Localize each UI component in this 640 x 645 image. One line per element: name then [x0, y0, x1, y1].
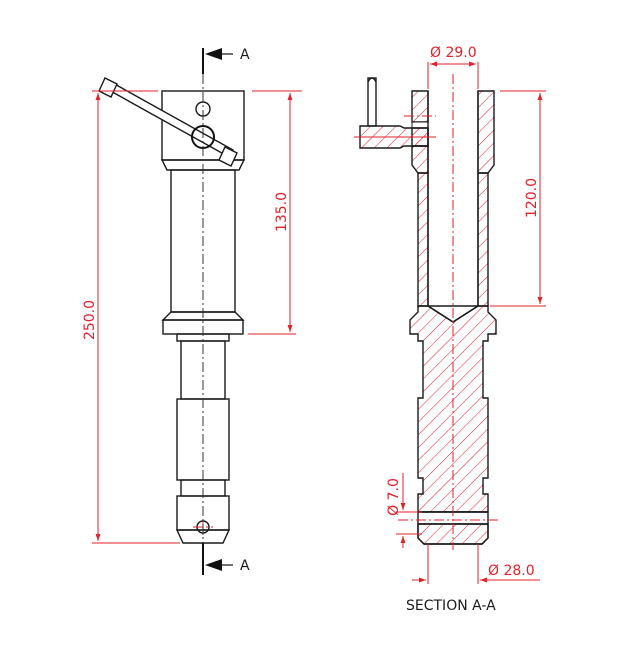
dimension-tip-diameter: Ø 28.0: [412, 544, 540, 584]
locking-pin: [354, 77, 436, 149]
section-marker-bottom: A: [202, 543, 250, 575]
dimension-bore-depth: 120.0: [490, 90, 546, 307]
dim-text-250: 250.0: [82, 300, 98, 340]
dim-text-120: 120.0: [524, 178, 540, 218]
t-handle: [98, 77, 238, 167]
dimension-overall-length: 250.0: [82, 90, 302, 544]
dim-text-d7: Ø 7.0: [386, 478, 402, 516]
arrow-icon: [205, 559, 222, 571]
dimension-bore-diameter: Ø 29.0: [427, 45, 479, 89]
dim-text-d29: Ø 29.0: [430, 45, 477, 61]
front-view: A: [82, 47, 302, 575]
section-marker-top: A: [202, 47, 250, 74]
section-title: SECTION A-A: [406, 598, 496, 614]
section-label-top: A: [240, 47, 250, 63]
dimension-upper-length: 135.0: [248, 93, 296, 335]
section-view: Ø 29.0 120.0 Ø 7.0 Ø 28.0 SECTION A-A: [354, 45, 546, 614]
section-label-bottom: A: [240, 558, 250, 574]
dimension-cross-hole: Ø 7.0: [386, 473, 422, 548]
dim-text-d28: Ø 28.0: [488, 563, 535, 579]
dim-text-135: 135.0: [274, 192, 290, 232]
arrow-icon: [205, 48, 222, 60]
